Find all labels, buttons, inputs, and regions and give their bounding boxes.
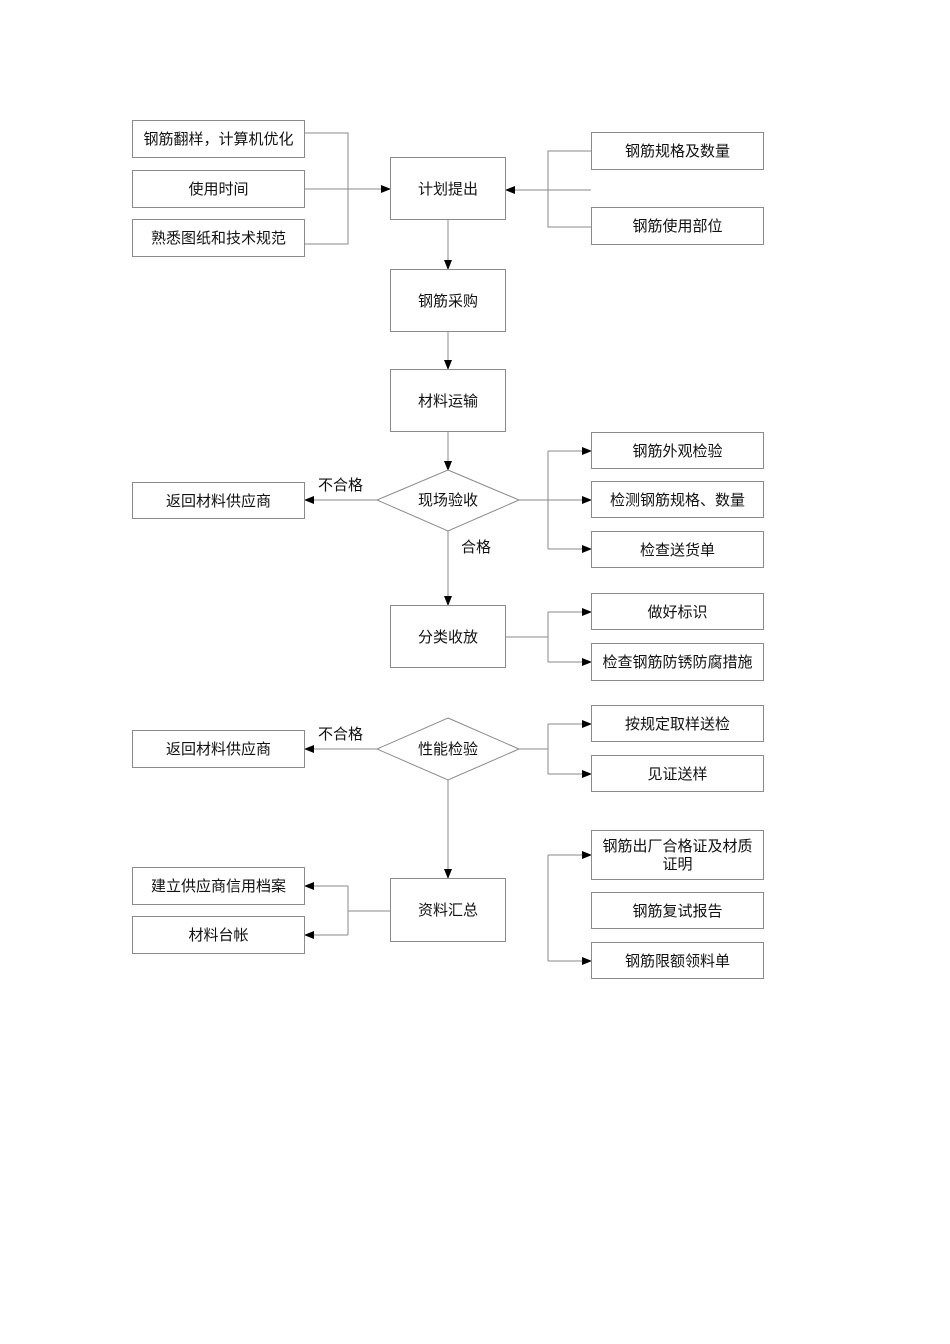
node-plan-label: 计划提出 xyxy=(417,179,478,198)
node-purchase: 钢筋采购 xyxy=(390,269,506,332)
summary-output-ledger-label: 材料台帐 xyxy=(188,926,249,944)
input-label-usage-time: 使用时间 xyxy=(188,180,249,198)
check-item-spec: 检测钢筋规格、数量 xyxy=(591,481,764,518)
node-purchase-label: 钢筋采购 xyxy=(417,291,478,310)
input-label-spec-quantity: 钢筋规格及数量 xyxy=(624,142,730,160)
summary-output-credit-label: 建立供应商信用档案 xyxy=(150,877,286,895)
perf-item-witness: 见证送样 xyxy=(591,755,764,792)
perf-item-sampling-label: 按规定取样送检 xyxy=(624,714,730,733)
sort-item-marking: 做好标识 xyxy=(591,593,764,630)
summary-output-ledger: 材料台帐 xyxy=(132,916,305,954)
input-box-usage-location: 钢筋使用部位 xyxy=(591,207,764,245)
node-site-check-label: 现场验收 xyxy=(417,491,478,509)
sort-item-rust-label: 检查钢筋防锈防腐措施 xyxy=(602,653,753,671)
input-box-drawings: 熟悉图纸和技术规范 xyxy=(132,219,305,257)
right-inputs-bracket xyxy=(547,150,591,228)
input-label-optimization: 钢筋翻样，计算机优化 xyxy=(143,130,294,148)
site-check-diamond xyxy=(375,469,521,532)
node-sort-store-label: 分类收放 xyxy=(417,627,478,646)
node-transport: 材料运输 xyxy=(390,369,506,432)
summary-output-credit: 建立供应商信用档案 xyxy=(132,867,305,905)
node-summary: 资料汇总 xyxy=(390,878,506,942)
node-return-supplier-1-label: 返回材料供应商 xyxy=(165,491,271,510)
sort-item-rust: 检查钢筋防锈防腐措施 xyxy=(591,643,764,681)
check-item-delivery-note-label: 检查送货单 xyxy=(639,540,715,559)
node-summary-label: 资料汇总 xyxy=(417,901,478,919)
check-item-appearance: 钢筋外观检验 xyxy=(591,432,764,469)
fail-label-2: 不合格 xyxy=(318,725,364,743)
node-return-supplier-2-label: 返回材料供应商 xyxy=(165,740,271,758)
input-box-spec-quantity: 钢筋规格及数量 xyxy=(591,132,764,170)
sort-item-marking-label: 做好标识 xyxy=(647,602,708,621)
summary-doc-requisition: 钢筋限额领料单 xyxy=(591,942,764,979)
node-plan: 计划提出 xyxy=(390,157,506,220)
node-return-supplier-1: 返回材料供应商 xyxy=(132,482,305,519)
pass-label: 合格 xyxy=(461,538,492,556)
fail-label-1: 不合格 xyxy=(318,476,364,494)
node-return-supplier-2: 返回材料供应商 xyxy=(132,730,305,768)
input-box-optimization: 钢筋翻样，计算机优化 xyxy=(132,120,305,158)
perf-item-witness-label: 见证送样 xyxy=(647,764,708,783)
node-sort-store: 分类收放 xyxy=(390,605,506,668)
summary-doc-certificate: 钢筋出厂合格证及材质证明 xyxy=(591,830,764,880)
perf-check-diamond xyxy=(375,717,521,781)
perf-item-sampling: 按规定取样送检 xyxy=(591,705,764,742)
input-label-drawings: 熟悉图纸和技术规范 xyxy=(150,229,286,247)
summary-doc-retest-label: 钢筋复试报告 xyxy=(632,901,723,920)
input-label-usage-location: 钢筋使用部位 xyxy=(632,217,723,235)
input-box-usage-time: 使用时间 xyxy=(132,170,305,208)
check-item-appearance-label: 钢筋外观检验 xyxy=(632,441,723,460)
node-transport-label: 材料运输 xyxy=(417,391,478,410)
check-item-spec-label: 检测钢筋规格、数量 xyxy=(609,490,745,509)
summary-doc-requisition-label: 钢筋限额领料单 xyxy=(624,951,730,970)
summary-doc-retest: 钢筋复试报告 xyxy=(591,892,764,929)
node-perf-check-label: 性能检验 xyxy=(417,740,478,758)
check-item-delivery-note: 检查送货单 xyxy=(591,531,764,568)
summary-doc-certificate-label: 钢筋出厂合格证及材质证明 xyxy=(602,837,753,873)
